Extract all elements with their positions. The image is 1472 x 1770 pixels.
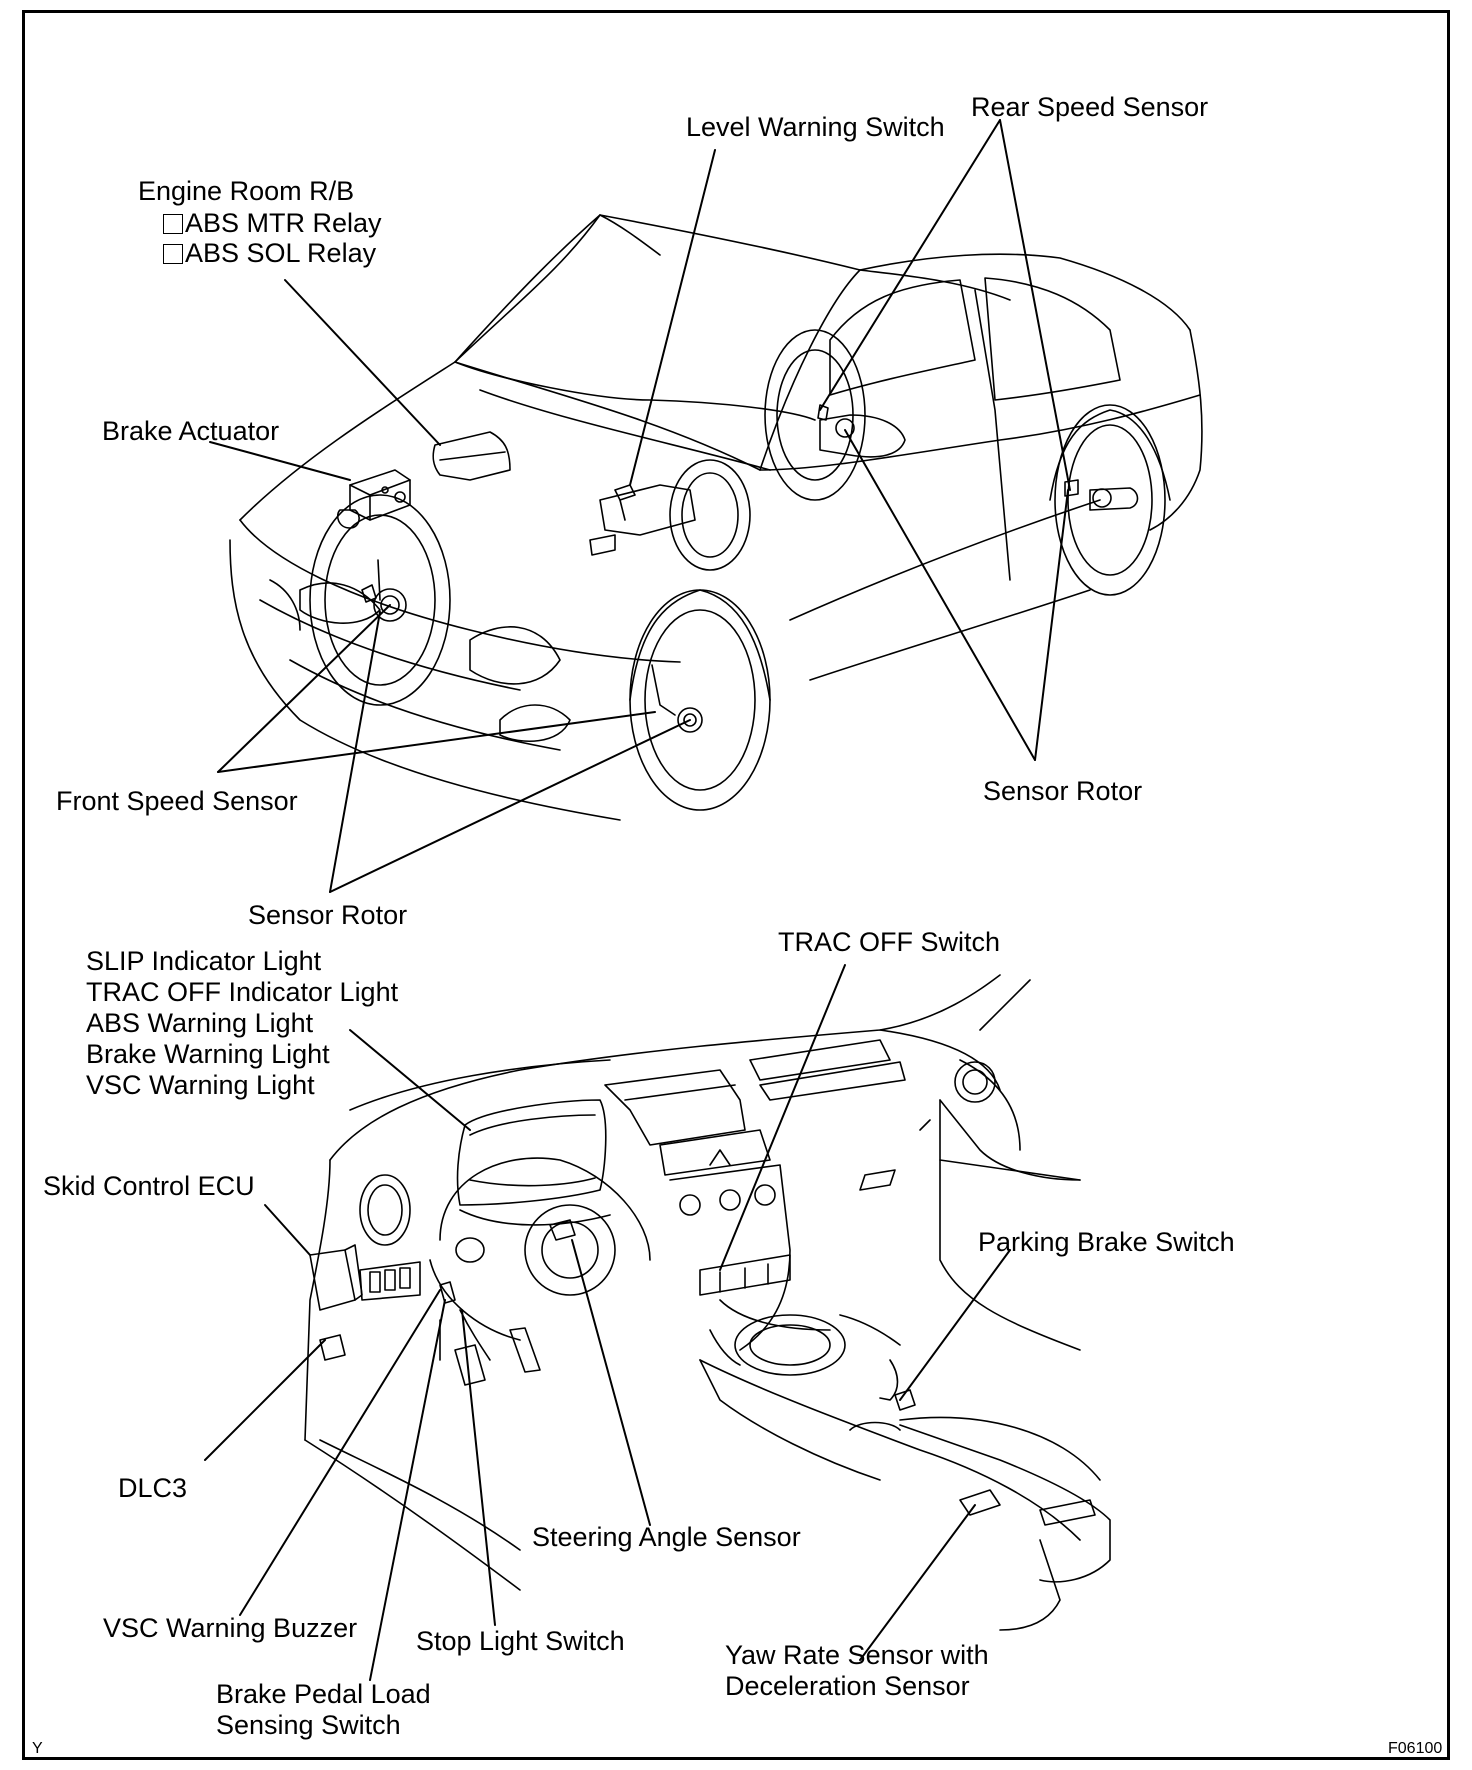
label-brake-pedal-load-2: Sensing Switch — [216, 1710, 401, 1740]
label-abs-warning: ABS Warning Light — [86, 1008, 314, 1038]
label-yaw-rate-1: Yaw Rate Sensor with — [725, 1640, 989, 1670]
dash-leader-lines — [204, 964, 1011, 1681]
label-slip-indicator: SLIP Indicator Light — [86, 946, 322, 976]
label-vsc-warning: VSC Warning Light — [86, 1070, 315, 1100]
label-brake-pedal-load-1: Brake Pedal Load — [216, 1679, 431, 1709]
car-leader-lines — [209, 119, 1071, 893]
label-abs-sol-relay-row: ABS SOL Relay — [163, 238, 376, 269]
label-level-warning-switch: Level Warning Switch — [686, 112, 945, 142]
car-body-drawing — [229, 214, 1203, 821]
label-stop-light-switch: Stop Light Switch — [416, 1626, 625, 1656]
corner-mark: Y — [32, 1740, 43, 1757]
label-rear-speed-sensor: Rear Speed Sensor — [971, 92, 1209, 122]
label-brake-actuator: Brake Actuator — [102, 416, 280, 446]
label-trac-off-indicator: TRAC OFF Indicator Light — [86, 977, 399, 1007]
checkbox-icon — [163, 244, 183, 264]
label-skid-control-ecu: Skid Control ECU — [43, 1171, 255, 1201]
label-vsc-warning-buzzer: VSC Warning Buzzer — [103, 1613, 358, 1643]
label-abs-mtr-relay-row: ABS MTR Relay — [163, 208, 382, 239]
label-engine-room-rb: Engine Room R/B — [138, 176, 355, 206]
figure-id: F06100 — [1388, 1740, 1443, 1757]
label-sensor-rotor-front: Sensor Rotor — [248, 900, 408, 930]
label-yaw-rate-2: Deceleration Sensor — [725, 1671, 970, 1701]
label-parking-brake-switch: Parking Brake Switch — [978, 1227, 1235, 1257]
label-front-speed-sensor: Front Speed Sensor — [56, 786, 298, 816]
label-dlc3: DLC3 — [118, 1473, 188, 1503]
label-brake-warning: Brake Warning Light — [86, 1039, 330, 1069]
checkbox-icon — [163, 214, 183, 234]
label-abs-sol-relay: ABS SOL Relay — [185, 238, 377, 268]
label-abs-mtr-relay: ABS MTR Relay — [185, 208, 382, 238]
diagram-frame — [22, 10, 1450, 1760]
label-steering-angle-sensor: Steering Angle Sensor — [532, 1522, 801, 1552]
label-trac-off-switch: TRAC OFF Switch — [778, 927, 1001, 957]
dashboard-drawing — [304, 974, 1111, 1631]
label-sensor-rotor-rear: Sensor Rotor — [983, 776, 1143, 806]
